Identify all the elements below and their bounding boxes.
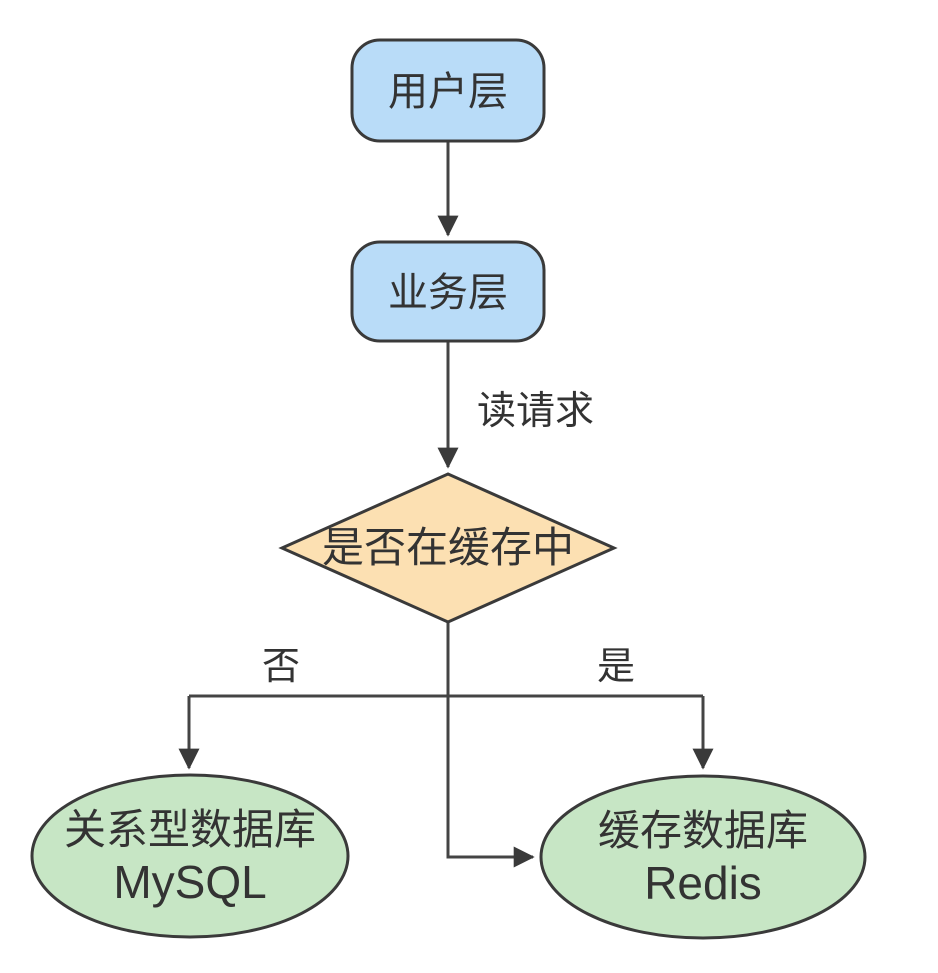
node-redis-database xyxy=(539,774,867,940)
cache-decision-label: 是否在缓存中 xyxy=(322,524,574,571)
edge-decision-to-redis-elbow xyxy=(446,622,535,868)
read-request-edge-label: 读请求 xyxy=(477,390,594,433)
mysql-label-line1: 关系型数据库 xyxy=(64,806,316,853)
user-layer-label: 用户层 xyxy=(388,70,508,114)
branch-yes-label: 是 xyxy=(597,646,635,688)
node-mysql-database xyxy=(30,773,350,939)
business-layer-label: 业务层 xyxy=(388,271,508,315)
redis-label-line2: Redis xyxy=(644,857,762,909)
branch-no-label: 否 xyxy=(262,646,300,688)
node-user-layer xyxy=(350,38,546,143)
mysql-label-line2: MySQL xyxy=(113,856,266,908)
node-cache-decision-diamond xyxy=(278,472,618,624)
redis-label-line1: 缓存数据库 xyxy=(598,807,808,854)
node-business-layer xyxy=(350,240,546,343)
